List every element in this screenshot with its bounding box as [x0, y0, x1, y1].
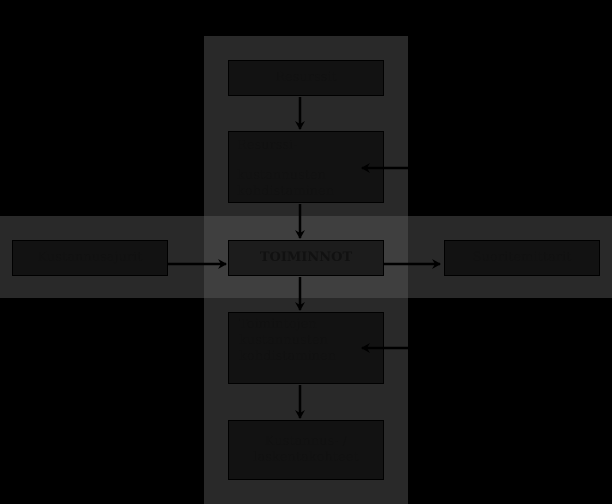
toiminto-kohd-line-2: kustannusten [239, 333, 328, 348]
kohteet-line-2: laskentakohteet [253, 450, 359, 465]
kustannusajurit-label: Kustannusajurit [37, 250, 143, 265]
kustannusajurit-box: Kustannusajurit [12, 240, 168, 276]
toiminto-kohd-line-1: Toimintojen [239, 317, 317, 332]
kustannuskohteet-box: Kustannus- / laskentakohteet [228, 420, 384, 480]
resurssi-kohd-line-3: kohdistaminen [237, 184, 335, 199]
resurssit-box: Resurssit [228, 60, 384, 96]
toiminnot-box: TOIMINNOT [228, 240, 384, 276]
toiminto-kohd-line-3: kohdistaminen [239, 349, 337, 364]
toiminnot-label: TOIMINNOT [259, 250, 353, 265]
resurssi-kohd-line-1: Resurssi- [237, 138, 298, 153]
resurssi-kohd-line-2: kustannusten [237, 168, 326, 183]
suoritemittarit-box: Suoritemittarit [444, 240, 600, 276]
kohteet-line-1: Kustannus- / [264, 434, 348, 449]
toimintojen-kohdistaminen-box: Toimintojen kustannusten kohdistaminen [228, 312, 384, 384]
resurssit-label: Resurssit [275, 70, 337, 85]
suoritemittarit-label: Suoritemittarit [472, 250, 572, 265]
resurssi-kohdistaminen-box: Resurssi- kustannusten kohdistaminen [228, 131, 384, 203]
